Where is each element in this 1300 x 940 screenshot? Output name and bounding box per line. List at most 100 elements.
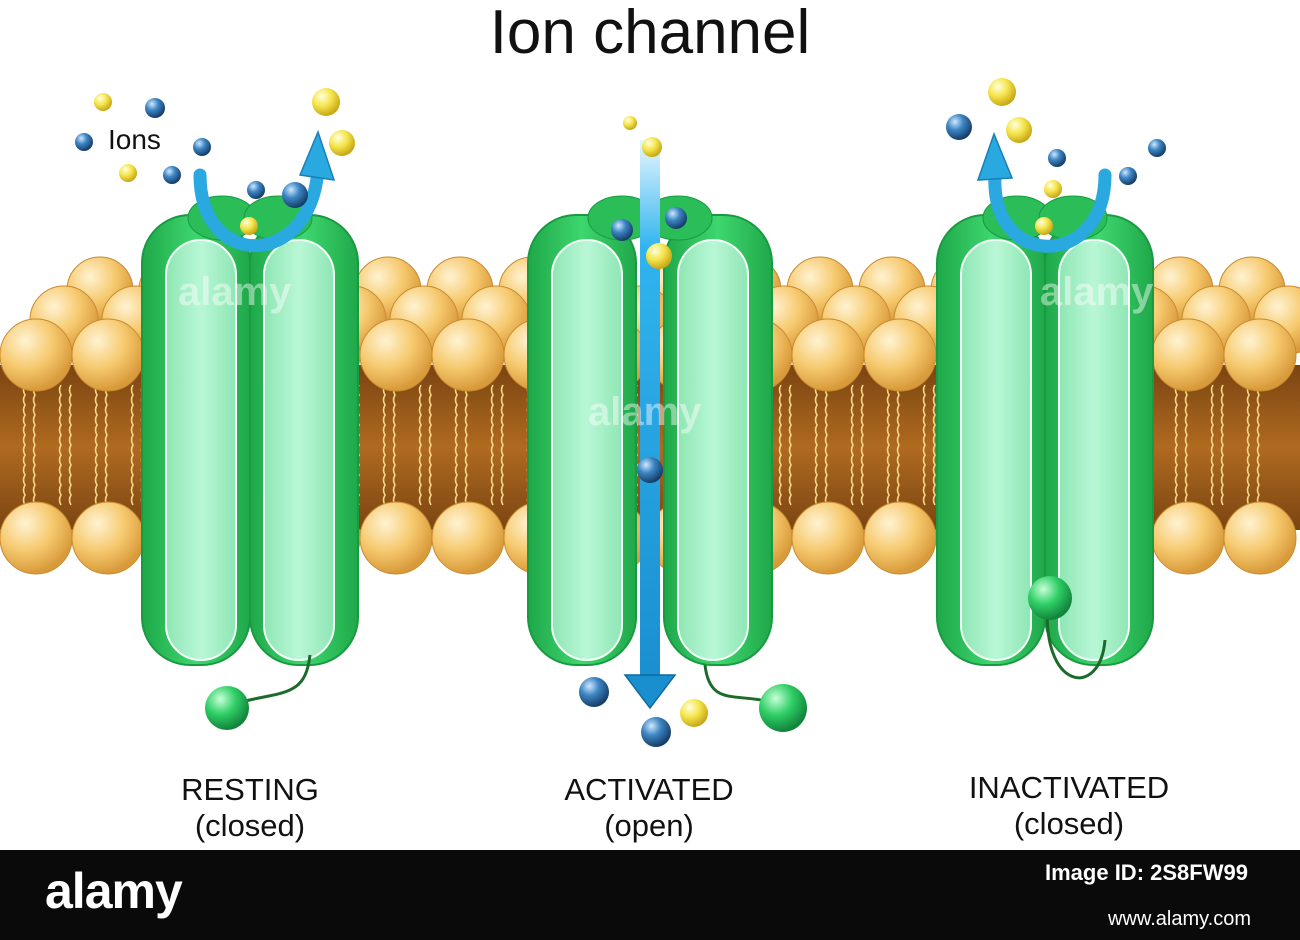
footer-logo: alamy [45, 863, 183, 919]
lipid-tail [500, 384, 504, 506]
footer-image-id: Image ID: 2S8FW99 [1045, 860, 1248, 885]
ion-yellow [94, 93, 112, 111]
lipid-head [71, 501, 145, 575]
protein-helix [165, 239, 237, 661]
lipid-head [1223, 501, 1297, 575]
inactivation-chain [1045, 599, 1107, 680]
ion-blue [282, 182, 308, 208]
ion-channel-protein [141, 195, 359, 666]
lipid-tail [886, 384, 890, 506]
inactivation-ball [205, 686, 249, 730]
lipid-tail [32, 384, 36, 506]
protein-helix [677, 239, 749, 661]
lipid-head [359, 501, 433, 575]
lipid-head [791, 318, 865, 392]
protein-helix [551, 239, 623, 661]
lipid-tail [464, 384, 468, 506]
ion-blue [946, 114, 972, 140]
lipid-tail [392, 384, 396, 506]
lipid-tail [896, 384, 900, 506]
ion-flow-arrow-head [976, 131, 1014, 181]
lipid-tail [130, 384, 134, 506]
ion-yellow [623, 116, 637, 130]
lipid-head [431, 501, 505, 575]
ion-yellow [680, 699, 708, 727]
lipid-tail [428, 384, 432, 506]
lipid-tail [490, 384, 494, 506]
lipid-tail [104, 384, 108, 506]
lipid-tail [1246, 384, 1250, 506]
state-label-activated: ACTIVATED (open) [489, 772, 809, 844]
ion-yellow [240, 217, 258, 235]
lipid-tail [860, 384, 864, 506]
protein-helix [263, 239, 335, 661]
lipid-head [0, 318, 73, 392]
lipid-tail [1220, 384, 1224, 506]
lipid-tail [68, 384, 72, 506]
ion-yellow [1006, 117, 1032, 143]
lipid-tail [1256, 384, 1260, 506]
lipid-tail [1184, 384, 1188, 506]
ion-yellow [1044, 180, 1062, 198]
state-name: ACTIVATED [564, 772, 734, 807]
lipid-tail [454, 384, 458, 506]
ion-yellow [312, 88, 340, 116]
lipid-tail [1210, 384, 1214, 506]
ion-flow-arrows [193, 129, 1112, 710]
lipid-head [863, 318, 937, 392]
ions-label: Ions [108, 124, 161, 155]
lipid-head [0, 501, 73, 575]
lipid-head [863, 501, 937, 575]
state-status: (closed) [194, 808, 306, 843]
ion-yellow [646, 243, 672, 269]
lipid-tail [1174, 384, 1178, 506]
ion-yellow [1035, 217, 1053, 235]
ion-blue [637, 457, 663, 483]
state-label-resting: RESTING (closed) [90, 772, 410, 844]
lipid-head [359, 318, 433, 392]
ion-yellow [329, 130, 355, 156]
lipid-tail [418, 384, 422, 506]
state-name: RESTING [181, 772, 319, 807]
ion-flow-arrow-curve [988, 168, 1112, 253]
diagram-title: Ion channel [489, 0, 811, 67]
lipid-tail [788, 384, 792, 506]
lipid-tail [94, 384, 98, 506]
watermark: alamy [588, 390, 702, 434]
ion-yellow [119, 164, 137, 182]
ion-yellow [642, 137, 662, 157]
lipid-head [1151, 318, 1225, 392]
watermark: alamy [1040, 270, 1154, 314]
lipid-tail [22, 384, 26, 506]
state-status: (closed) [1013, 806, 1125, 841]
ion-channel-protein [527, 195, 773, 666]
protein-helix [1058, 239, 1130, 661]
ion-blue [75, 133, 93, 151]
ion-blue [193, 138, 211, 156]
state-status: (open) [604, 808, 694, 843]
ion-channels [141, 129, 1154, 732]
watermark: alamy [178, 270, 292, 314]
state-name: INACTIVATED [968, 770, 1170, 805]
lipid-head [1223, 318, 1297, 392]
ion-blue [641, 717, 671, 747]
lipid-tail [922, 384, 926, 506]
lipid-tail [778, 384, 782, 506]
ion-flow-arrow-curve [193, 163, 325, 253]
lipid-tail [814, 384, 818, 506]
ions [75, 78, 1166, 747]
inactivation-ball [759, 684, 807, 732]
state-label-inactivated: INACTIVATED (closed) [909, 770, 1229, 842]
lipid-tail [932, 384, 936, 506]
ion-flow-arrow-head [623, 674, 677, 710]
lipid-tail [382, 384, 386, 506]
ion-blue [1119, 167, 1137, 185]
inactivation-ball [1028, 576, 1072, 620]
ion-blue [145, 98, 165, 118]
protein-helix [960, 239, 1032, 661]
lipid-tail [850, 384, 854, 506]
ion-blue [247, 181, 265, 199]
ion-yellow [988, 78, 1016, 106]
lipid-head [71, 318, 145, 392]
ion-channel-diagram [0, 78, 1300, 747]
